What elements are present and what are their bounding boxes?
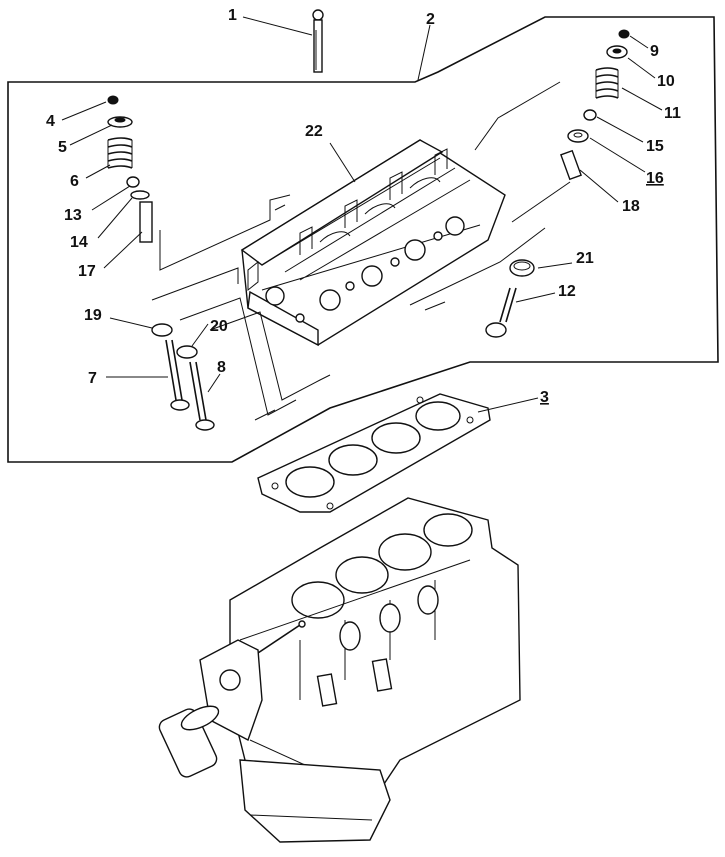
callout-21: 21	[576, 250, 594, 267]
head-assembly-frame	[7, 16, 719, 463]
callout-15: 15	[646, 138, 664, 155]
spring-seat-15	[583, 109, 597, 121]
callout-3: 3	[540, 389, 549, 406]
callout-14: 14	[70, 234, 88, 251]
valve-spring-11	[595, 67, 619, 99]
callout-17: 17	[78, 263, 96, 280]
cylinder-head	[240, 139, 506, 347]
callout-1: 1	[228, 7, 237, 24]
retainer-5	[107, 116, 133, 128]
valve-seat-19	[151, 323, 173, 337]
callout-22: 22	[305, 123, 323, 140]
head-gasket	[257, 393, 491, 513]
callout-9: 9	[650, 43, 659, 60]
valve-seat-21	[509, 259, 535, 277]
callout-4: 4	[46, 113, 55, 130]
callout-13: 13	[64, 207, 82, 224]
collet-4	[107, 95, 119, 105]
callout-6: 6	[70, 173, 79, 190]
callout-18: 18	[622, 198, 640, 215]
valve-seat-20	[176, 345, 198, 359]
callout-19: 19	[84, 307, 102, 324]
valve-12	[485, 287, 517, 338]
callout-20: 20	[210, 318, 228, 335]
head-bolt	[312, 9, 324, 73]
retainer-10	[606, 45, 628, 59]
engine-block	[229, 497, 521, 806]
callout-11: 11	[664, 105, 681, 122]
collet-9	[618, 29, 630, 39]
valve-8	[189, 361, 215, 431]
callout-16: 16	[646, 170, 664, 187]
callout-5: 5	[58, 139, 67, 156]
oil-filter	[158, 705, 220, 778]
spring-seat-13	[126, 176, 140, 188]
leader-lines	[61, 16, 663, 413]
callout-10: 10	[657, 73, 675, 90]
oil-pump-housing	[199, 639, 263, 741]
valve-spring-6	[107, 137, 133, 169]
washer-14	[130, 190, 150, 200]
callout-12: 12	[558, 283, 576, 300]
valve-7	[165, 339, 190, 411]
valve-guide-18	[560, 149, 582, 181]
callout-2: 2	[426, 11, 435, 28]
guide-lines	[151, 81, 571, 421]
callout-7: 7	[88, 370, 97, 387]
callout-8: 8	[217, 359, 226, 376]
washer-16	[567, 129, 589, 143]
valve-guide-17	[139, 201, 153, 243]
oil-pan	[239, 759, 391, 843]
